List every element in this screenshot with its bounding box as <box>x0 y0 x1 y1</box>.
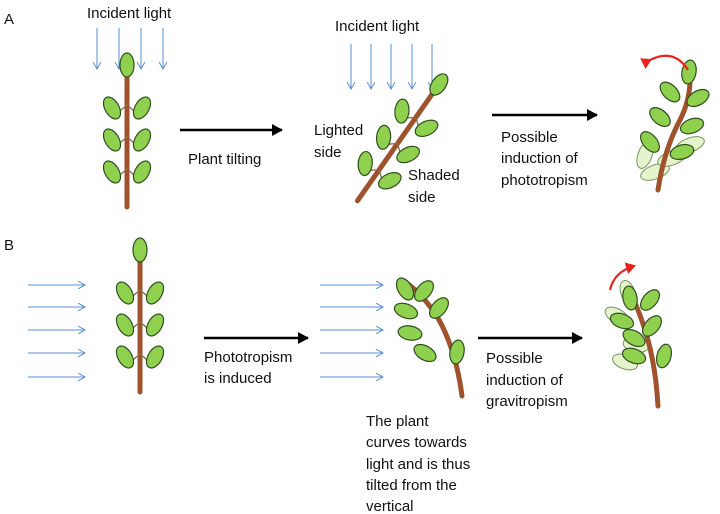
phototropism-induced-line-1: Phototropism <box>204 349 292 366</box>
curved-plant-a <box>636 59 710 193</box>
gravitropism-line-2: induction of <box>486 372 564 389</box>
rotation-arrow-a <box>640 54 689 71</box>
curvature-caption: The plant curves towards light and is th… <box>366 413 474 514</box>
panel-a-label: A <box>4 11 14 28</box>
light-arrows-a1 <box>97 28 163 68</box>
phototropism-induced-label: Phototropism is induced <box>204 349 297 387</box>
caption-line-4: tilted from the <box>366 477 457 494</box>
gravitropism-line-1: Possible <box>486 350 543 367</box>
lighted-side-label: Lighted side <box>314 122 367 161</box>
phototropism-line-3: phototropism <box>501 172 588 189</box>
panel-b-label: B <box>4 237 14 254</box>
incident-light-label-1: Incident light <box>87 5 172 22</box>
lighted-side-line-1: Lighted <box>314 122 363 139</box>
caption-line-3: light and is thus <box>366 456 470 473</box>
caption-line-5: vertical <box>366 498 414 514</box>
shaded-side-line-2: side <box>408 189 436 206</box>
shaded-side-label: Shaded side <box>408 167 464 206</box>
upright-plant-a <box>100 53 154 207</box>
gravitropism-induction-label: Possible induction of gravitropism <box>486 350 568 410</box>
caption-line-1: The plant <box>366 413 429 430</box>
phototropism-line-2: induction of <box>501 150 579 167</box>
light-arrows-a2 <box>351 44 432 88</box>
caption-line-2: curves towards <box>366 434 467 451</box>
upright-plant-b <box>113 238 167 392</box>
plant-tilting-label: Plant tilting <box>188 151 261 168</box>
phototropism-induced-line-2: is induced <box>204 370 272 387</box>
shaded-side-line-1: Shaded <box>408 167 460 184</box>
phototropism-line-1: Possible <box>501 129 558 146</box>
curved-plant-b <box>393 277 465 399</box>
lighted-side-line-2: side <box>314 144 342 161</box>
rotation-arrow-b <box>608 262 636 291</box>
straightening-plant-b <box>604 280 673 409</box>
light-arrows-b2 <box>320 285 382 377</box>
incident-light-label-2: Incident light <box>335 18 420 35</box>
phototropism-induction-label: Possible induction of phototropism <box>501 129 588 189</box>
light-arrows-b1 <box>28 285 84 377</box>
gravitropism-line-3: gravitropism <box>486 393 568 410</box>
